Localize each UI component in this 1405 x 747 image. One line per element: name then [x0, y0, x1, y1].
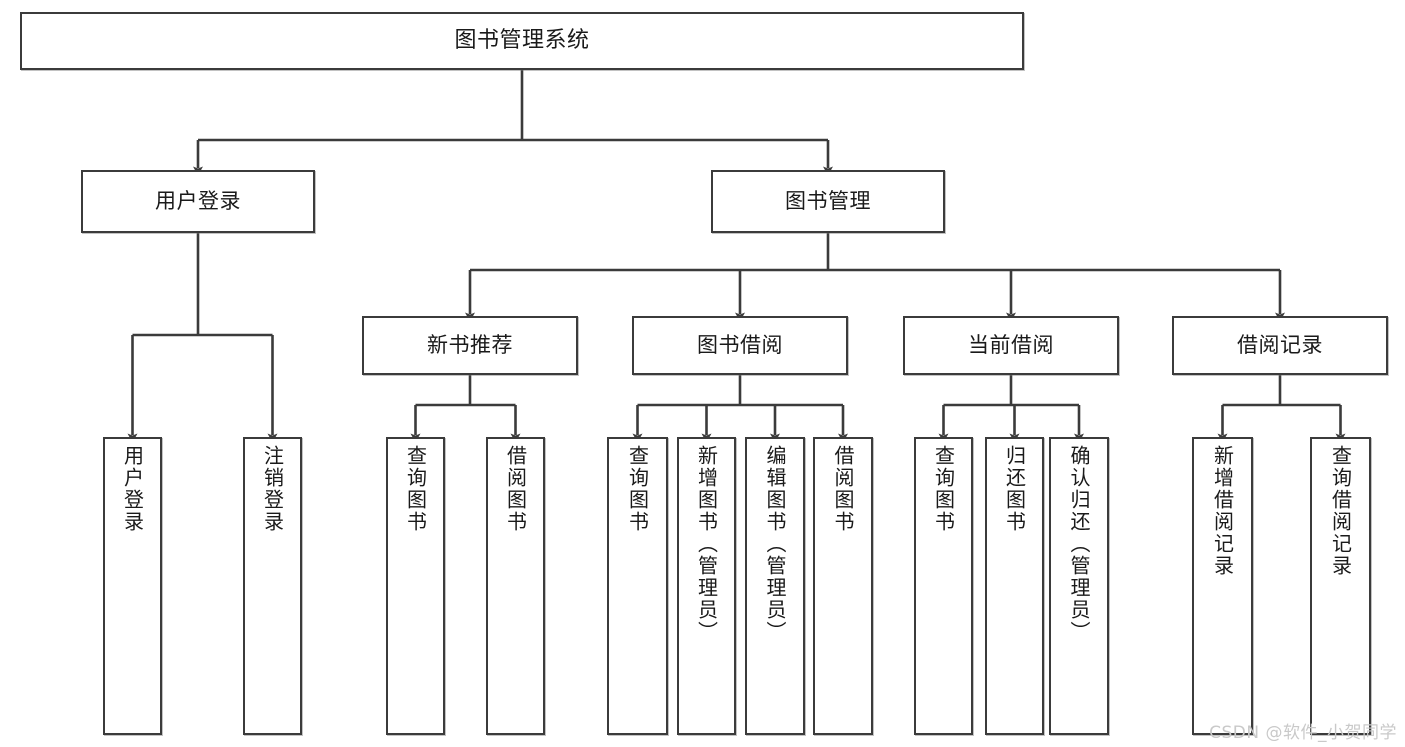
watermark: CSDN @软件_小贺同学: [1209, 723, 1397, 743]
node-root[interactable]: 图书管理系统: [20, 12, 1024, 70]
leaf-edit-book-label: 编辑图书（管理员）: [763, 445, 787, 643]
leaf-borrow-book-1[interactable]: 借阅图书: [486, 437, 545, 735]
leaf-query-book-2[interactable]: 查询图书: [607, 437, 668, 735]
leaf-add-borrow-record-label: 新增借阅记录: [1210, 445, 1235, 577]
node-new-book-recommend[interactable]: 新书推荐: [362, 316, 578, 375]
node-root-label: 图书管理系统: [454, 28, 590, 54]
node-user-login-label: 用户登录: [155, 189, 241, 214]
node-borrow-record[interactable]: 借阅记录: [1172, 316, 1388, 375]
leaf-logout-label: 注销登录: [260, 445, 285, 533]
leaf-return-book-label: 归还图书: [1002, 445, 1027, 533]
leaf-query-book-2-label: 查询图书: [625, 445, 650, 533]
leaf-edit-book[interactable]: 编辑图书（管理员）: [745, 437, 805, 735]
node-current-borrow-label: 当前借阅: [968, 333, 1054, 358]
leaf-query-book-1-label: 查询图书: [403, 445, 428, 533]
leaf-add-borrow-record[interactable]: 新增借阅记录: [1192, 437, 1253, 735]
leaf-logout[interactable]: 注销登录: [243, 437, 302, 735]
node-borrow-record-label: 借阅记录: [1237, 333, 1323, 358]
leaf-add-book[interactable]: 新增图书（管理员）: [677, 437, 736, 735]
leaf-confirm-return[interactable]: 确认归还（管理员）: [1049, 437, 1109, 735]
leaf-add-book-label: 新增图书（管理员）: [694, 445, 719, 643]
node-book-borrow[interactable]: 图书借阅: [632, 316, 848, 375]
leaf-user-login-label: 用户登录: [120, 445, 145, 533]
leaf-query-book-1[interactable]: 查询图书: [386, 437, 445, 735]
node-user-login[interactable]: 用户登录: [81, 170, 315, 233]
leaf-borrow-book-1-label: 借阅图书: [503, 445, 528, 533]
leaf-query-borrow-record-label: 查询借阅记录: [1328, 445, 1353, 577]
node-book-manage-label: 图书管理: [785, 189, 871, 214]
leaf-query-book-3[interactable]: 查询图书: [914, 437, 973, 735]
leaf-query-book-3-label: 查询图书: [931, 445, 956, 533]
leaf-confirm-return-label: 确认归还（管理员）: [1067, 445, 1091, 643]
leaf-user-login[interactable]: 用户登录: [103, 437, 162, 735]
leaf-return-book[interactable]: 归还图书: [985, 437, 1044, 735]
node-new-book-recommend-label: 新书推荐: [427, 333, 513, 358]
leaf-borrow-book-2[interactable]: 借阅图书: [813, 437, 873, 735]
node-current-borrow[interactable]: 当前借阅: [903, 316, 1119, 375]
node-book-borrow-label: 图书借阅: [697, 333, 783, 358]
leaf-borrow-book-2-label: 借阅图书: [831, 445, 855, 533]
node-book-manage[interactable]: 图书管理: [711, 170, 945, 233]
leaf-query-borrow-record[interactable]: 查询借阅记录: [1310, 437, 1371, 735]
